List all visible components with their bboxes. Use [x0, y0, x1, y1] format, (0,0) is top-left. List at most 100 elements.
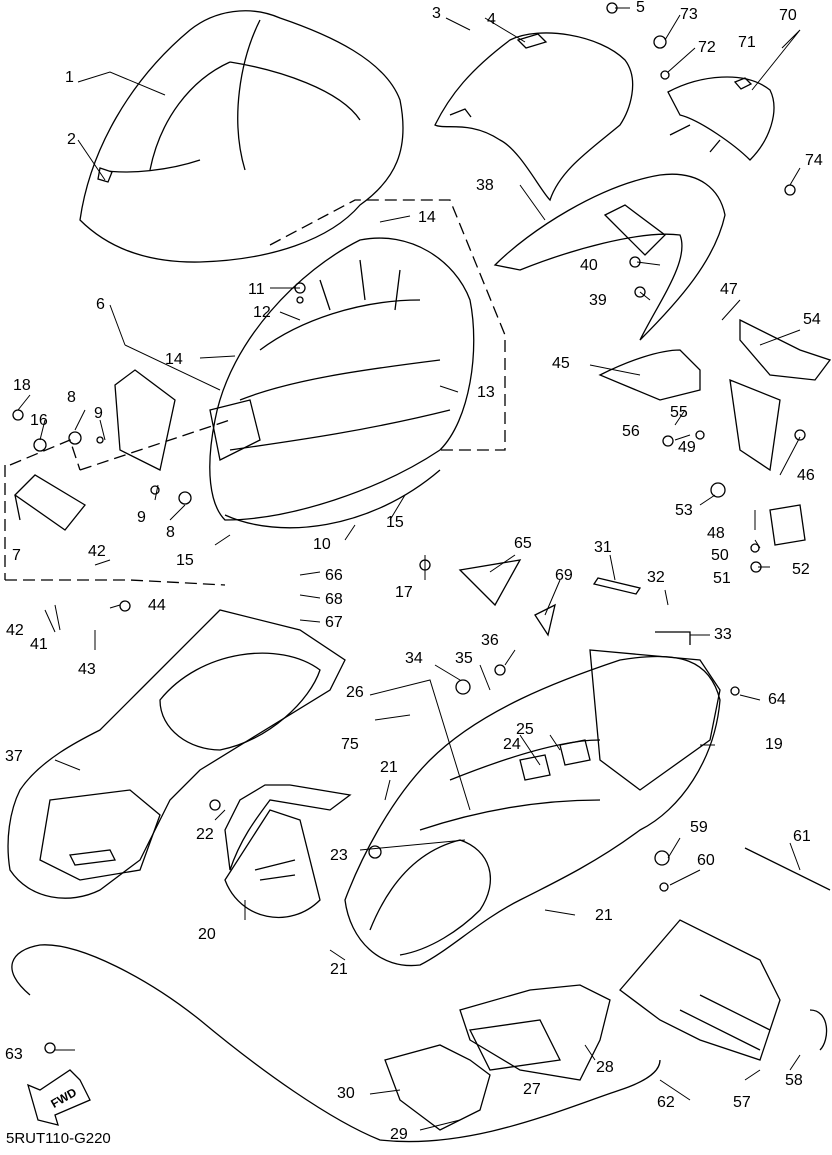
callout-64: 64 [768, 691, 786, 708]
rear-subframe-part [619, 919, 828, 1061]
diagram-code: 5RUT110-G220 [6, 1130, 111, 1147]
callout-15: 15 [176, 552, 194, 569]
callout-51: 51 [713, 570, 731, 587]
callout-21: 21 [380, 759, 398, 776]
callout-32: 32 [647, 569, 665, 586]
callout-18: 18 [13, 377, 31, 394]
bracket-part [13, 474, 86, 531]
callout-13: 13 [477, 384, 495, 401]
callout-9: 9 [137, 509, 146, 526]
callout-52: 52 [792, 561, 810, 578]
callout-24: 24 [503, 736, 521, 753]
tie-part [744, 847, 831, 891]
fastener-part [12, 2, 806, 1054]
plate-part [114, 369, 176, 471]
seat-part [79, 10, 404, 263]
callout-67: 67 [325, 614, 343, 631]
rear-bracket-part [598, 349, 701, 401]
callout-75: 75 [341, 736, 359, 753]
callout-8: 8 [166, 524, 175, 541]
callout-28: 28 [596, 1059, 614, 1076]
callout-12: 12 [253, 304, 271, 321]
callout-48: 48 [707, 525, 725, 542]
callout-57: 57 [733, 1094, 751, 1111]
callout-10: 10 [313, 536, 331, 553]
callout-37: 37 [5, 748, 23, 765]
leader-lines [17, 7, 801, 1131]
callout-35: 35 [455, 650, 473, 667]
callout-31: 31 [594, 539, 612, 556]
rear-seat-part [434, 32, 634, 202]
callout-14: 14 [418, 209, 436, 226]
storage-box-part [209, 237, 475, 529]
callout-22: 22 [196, 826, 214, 843]
callout-36: 36 [481, 632, 499, 649]
callout-20: 20 [198, 926, 216, 943]
main-frame-part [344, 649, 721, 967]
cable-part [11, 944, 661, 1143]
callout-46: 46 [797, 467, 815, 484]
callout-6: 6 [96, 296, 105, 313]
callout-44: 44 [148, 597, 166, 614]
callout-70: 70 [779, 7, 797, 24]
callout-43: 43 [78, 661, 96, 678]
callout-7: 7 [12, 547, 21, 564]
callout-45: 45 [552, 355, 570, 372]
callout-21: 21 [330, 961, 348, 978]
callout-34: 34 [405, 650, 423, 667]
callout-8: 8 [67, 389, 76, 406]
callout-4: 4 [487, 11, 496, 28]
callout-33: 33 [714, 626, 732, 643]
callout-42: 42 [88, 543, 106, 560]
flap-part [729, 378, 781, 472]
callout-62: 62 [657, 1094, 675, 1111]
callout-25: 25 [516, 721, 534, 738]
callout-1: 1 [65, 69, 74, 86]
callout-23: 23 [330, 847, 348, 864]
callout-71: 71 [738, 34, 756, 51]
rear-bracket-part [739, 318, 832, 381]
reflector-part [769, 504, 806, 546]
callout-59: 59 [690, 819, 708, 836]
mat-part [459, 984, 611, 1081]
callout-42: 42 [6, 622, 24, 639]
callout-50: 50 [711, 547, 729, 564]
callout-69: 69 [555, 567, 573, 584]
callout-49: 49 [678, 439, 696, 456]
callout-2: 2 [67, 131, 76, 148]
callout-41: 41 [30, 636, 48, 653]
callout-9: 9 [94, 405, 103, 422]
callout-16: 16 [30, 412, 48, 429]
side-cover-part [224, 784, 352, 919]
callout-26: 26 [346, 684, 364, 701]
callout-66: 66 [325, 567, 343, 584]
callout-60: 60 [697, 852, 715, 869]
callout-73: 73 [680, 6, 698, 23]
callout-27: 27 [523, 1081, 541, 1098]
sheet-part [534, 603, 556, 637]
callout-38: 38 [476, 177, 494, 194]
callout-55: 55 [670, 404, 688, 421]
callout-11: 11 [248, 281, 265, 298]
callout-40: 40 [580, 257, 598, 274]
tail-cover-part [667, 76, 775, 161]
callout-30: 30 [337, 1085, 355, 1102]
sheet-part [458, 559, 522, 607]
callout-47: 47 [720, 281, 738, 298]
rear-frame-part [493, 173, 726, 341]
callout-54: 54 [803, 311, 821, 328]
callout-56: 56 [622, 423, 640, 440]
mat-part [384, 1044, 491, 1131]
callout-53: 53 [675, 502, 693, 519]
fwd-arrow-icon [27, 1069, 91, 1126]
callout-65: 65 [514, 535, 532, 552]
callout-3: 3 [432, 5, 441, 22]
mat-part [469, 1019, 561, 1071]
strip-part [655, 631, 691, 645]
callout-17: 17 [395, 584, 413, 601]
front-inner-panel-part [7, 609, 346, 899]
callout-19: 19 [765, 736, 783, 753]
callout-5: 5 [636, 0, 645, 16]
